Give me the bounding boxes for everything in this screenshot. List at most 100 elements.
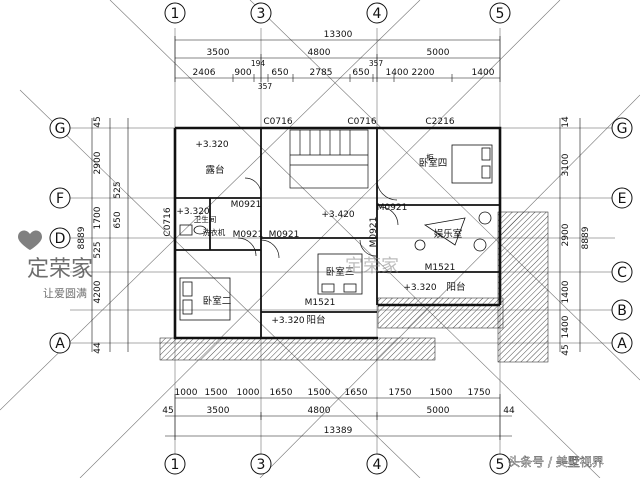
axis-bubble-col-3-top: 3 [250, 2, 272, 24]
dim-top-detail: 2785 [310, 68, 333, 78]
source-watermark: 头条号 / 美墅视界 [508, 454, 604, 469]
svg-text:5: 5 [496, 6, 505, 22]
dim-bottom-span: 5000 [427, 406, 450, 416]
door-label: M1521 [425, 263, 456, 273]
dim-bottom-detail: 1500 [430, 388, 453, 398]
axis-bubble-col-5-top: 5 [489, 2, 511, 24]
dim-left: 4200 [93, 280, 103, 303]
axis-bubble-row-a-left: A [49, 332, 71, 354]
dim-bottom-detail: 1000 [175, 388, 198, 398]
dim-bottom-span: 44 [503, 406, 515, 416]
dim-bottom-total: 13389 [324, 426, 353, 436]
svg-text:3: 3 [257, 6, 266, 22]
level-mark: +3.420 [321, 210, 355, 220]
door-label: M0921 [269, 230, 300, 240]
dim-top-detail: 650 [352, 68, 369, 78]
svg-text:D: D [55, 231, 66, 247]
dim-right: 14 [561, 116, 571, 128]
dim-top-detail-small: 357 [258, 82, 273, 91]
level-mark: +3.320 [195, 140, 229, 150]
dim-top-detail: 1400 [472, 68, 495, 78]
axis-bubble-row-g-right: G [611, 117, 633, 139]
top-dimension-lines [174, 36, 501, 82]
svg-text:5: 5 [496, 457, 505, 473]
dim-left: 650 [113, 211, 123, 228]
dim-top-detail: 2200 [412, 68, 435, 78]
room-entertainment: 娱乐室 [434, 228, 463, 240]
dim-bottom-detail: 1500 [205, 388, 228, 398]
dim-right: 2900 [561, 223, 571, 246]
dim-bottom-span: 4800 [308, 406, 331, 416]
svg-text:E: E [618, 191, 627, 207]
dim-bottom-detail: 1750 [468, 388, 491, 398]
axis-bubble-col-4-bottom: 4 [366, 453, 388, 475]
svg-text:C: C [617, 265, 627, 281]
dim-right-total: 8889 [581, 226, 591, 249]
dim-left: 2900 [93, 151, 103, 174]
axis-bubble-row-b-right: B [611, 299, 633, 321]
door-label: M0921 [233, 230, 264, 240]
dim-right: 45 [561, 344, 571, 355]
svg-text:G: G [55, 121, 66, 137]
bathroom-fixtures [179, 224, 207, 236]
svg-text:让爱圆满: 让爱圆满 [43, 287, 87, 300]
room-terrace: 露台 [205, 164, 224, 176]
svg-text:G: G [617, 121, 628, 137]
row-axis-markers: G F D A G E C B A [49, 117, 633, 354]
door-label: M1521 [305, 298, 336, 308]
dim-top-span: 4800 [308, 48, 331, 58]
bed-bedroom4 [451, 144, 493, 184]
room-bedroom4: 卧室四 [419, 157, 448, 169]
svg-text:定荣家: 定荣家 [27, 257, 93, 282]
svg-text:A: A [55, 336, 65, 352]
door-label: M0921 [231, 200, 262, 210]
axis-bubble-row-c-right: C [611, 261, 633, 283]
room-bedroom3: 卧室三 [326, 266, 355, 278]
right-dimension-lines [559, 118, 581, 352]
dim-top-detail: 1400 [386, 68, 409, 78]
dim-left: 525 [113, 181, 123, 198]
svg-text:F: F [56, 191, 64, 207]
dim-top-detail: 357 [369, 59, 384, 68]
room-bedroom2: 卧室二 [203, 295, 232, 307]
axis-bubble-col-3-bottom: 3 [250, 453, 272, 475]
dim-top-detail: 900 [234, 68, 251, 78]
door-label: M0921 [369, 217, 379, 248]
door-label: M0921 [377, 203, 408, 213]
axis-bubble-row-g-left: G [49, 117, 71, 139]
svg-text:1: 1 [171, 6, 180, 22]
axis-bubble-col-1-top: 1 [164, 2, 186, 24]
dim-bottom-detail: 1650 [345, 388, 368, 398]
dim-left: 525 [93, 241, 103, 258]
room-balcony: 阳台 [306, 314, 325, 326]
axis-bubble-col-5-bottom: 5 [489, 453, 511, 475]
roof-eave-hatching [159, 211, 549, 363]
brand-watermark: 定荣家 让爱圆满 [18, 230, 93, 300]
axis-bubble-row-d-left: D [49, 227, 71, 249]
dim-top-span: 5000 [427, 48, 450, 58]
svg-text:1: 1 [171, 457, 180, 473]
axis-bubble-col-1-bottom: 1 [164, 453, 186, 475]
dim-top-detail: 650 [271, 68, 288, 78]
room-balcony: 阳台 [446, 281, 465, 293]
axis-bubble-row-a-right: A [611, 332, 633, 354]
staircase [289, 129, 369, 189]
dim-bottom-detail: 1650 [270, 388, 293, 398]
level-mark: +3.320 [176, 207, 210, 217]
dim-bottom-span: 3500 [207, 406, 230, 416]
window-label: C2216 [425, 117, 454, 127]
svg-text:B: B [617, 303, 627, 319]
svg-text:4: 4 [373, 6, 382, 22]
entertainment-furniture [414, 211, 492, 252]
dim-left-total: 8889 [77, 226, 87, 249]
room-bathroom: 卫生间 [194, 214, 217, 224]
dim-top-span: 3500 [207, 48, 230, 58]
dim-bottom-detail: 1500 [308, 388, 331, 398]
dim-right: 1400 [561, 280, 571, 303]
axis-bubble-row-f-left: F [49, 187, 71, 209]
dim-top-total: 13300 [324, 30, 353, 40]
svg-text:3: 3 [257, 457, 266, 473]
axis-bubble-col-4-top: 4 [366, 2, 388, 24]
dim-bottom-detail: 1750 [389, 388, 412, 398]
fixture-washer: 洗衣机 [203, 227, 226, 237]
